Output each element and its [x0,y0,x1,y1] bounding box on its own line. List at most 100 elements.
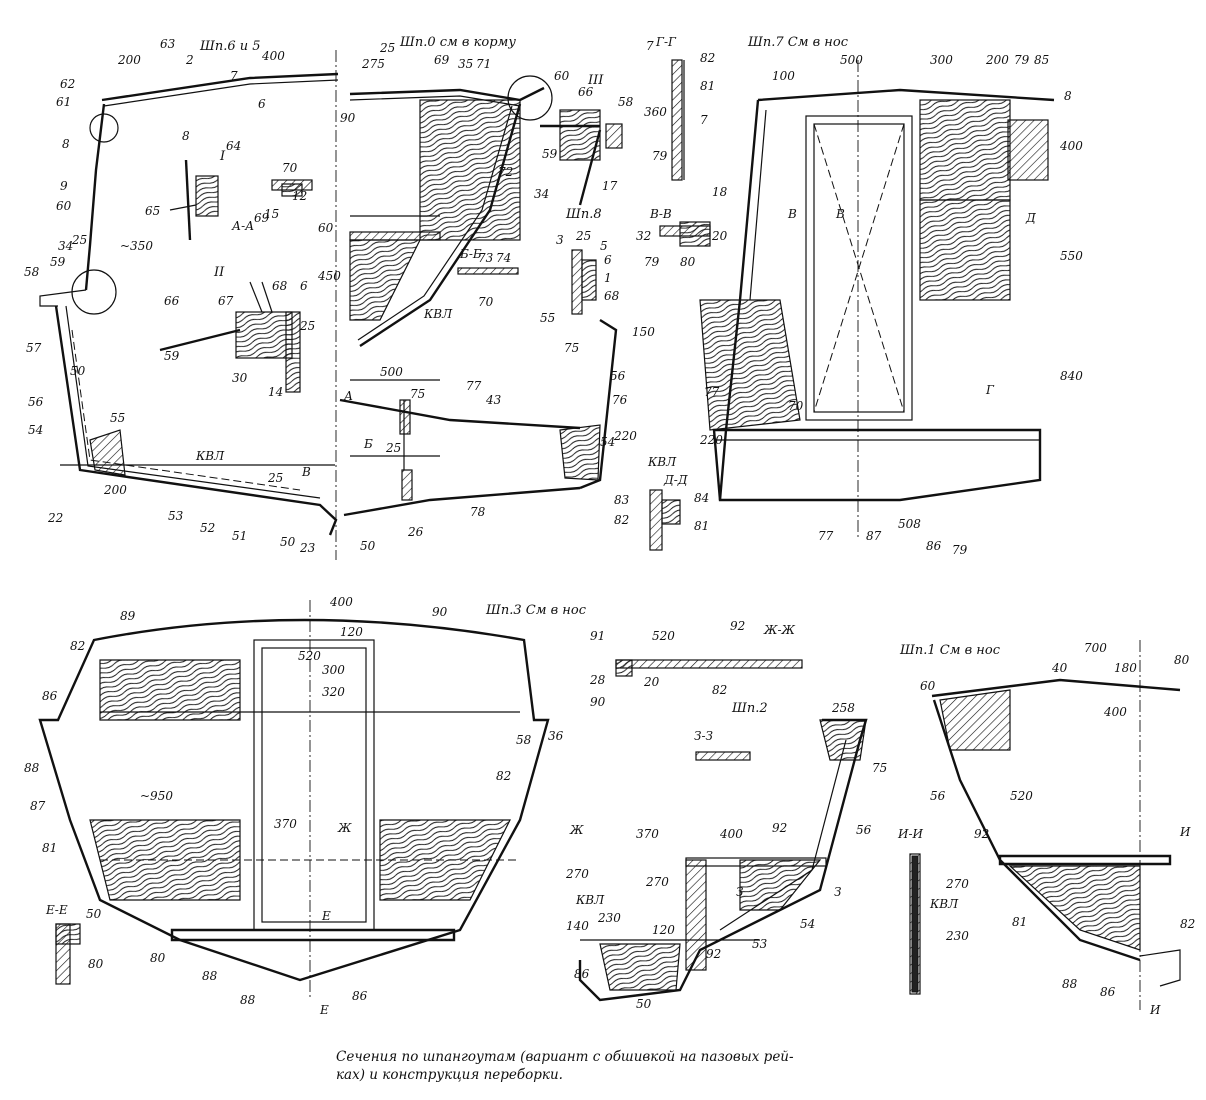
part-30: 25 [71,233,87,247]
part-77-sh1: 82 [1180,917,1195,931]
dim-500-sh7: 500 [840,53,863,67]
section-label-II2: И-И [897,827,924,841]
marker-Z-b: З [834,885,841,899]
view-title-sh3: Шп.3 См в нос [485,603,587,618]
part-50: 58 [24,265,40,279]
part-72-sh7: 79 [1014,53,1030,67]
dim-950: ~950 [140,789,173,803]
part-5: 5 [600,239,608,253]
dim-220: 220 [613,429,637,443]
dim-270-sh1: 270 [945,877,969,891]
dim-6: 6 [300,279,308,293]
dim-12: 12 [292,189,307,203]
section-label-III: III [587,73,604,88]
technical-drawing: Шп.6 и 5 КВЛ I II [24,35,1195,1017]
part-76-sh1: 81 [1012,915,1027,929]
section-frame-1: Шп.1 См в нос 700 40 180 80 400 520 270 … [897,640,1195,1017]
section-frame-8: Шп.8 500 А Б В 43 75 77 25 78 26 50 54 7… [301,207,677,553]
waterline-label: КВЛ [195,449,225,463]
dim-25-sh8: 25 [575,229,591,243]
dim-230-sh1: 230 [945,929,969,943]
dim-80: 80 [1174,653,1190,667]
part-85: 88 [24,761,40,775]
dim-70: 70 [788,399,804,413]
part-59: 67 [218,294,234,308]
caption-line-1: Сечения по шпангоутам (вариант с обшивко… [336,1049,794,1065]
section-frame-3: Шп.3 См в нос 400 520 300 320 370 ~950 2… [24,595,605,1017]
part-81: 86 [926,539,942,553]
part-48-sh8: 56 [610,369,626,383]
part-51-detail: 59 [164,349,180,363]
view-title-sh7: Шп.7 См в нос [747,35,849,50]
dim-20: 20 [711,229,728,243]
part-77-DD: 82 [614,513,629,527]
dim-20-ZhZh: 20 [643,675,660,689]
section-label-II: II [213,265,225,280]
part-42: 50 [280,535,296,549]
part-76: 81 [700,79,715,93]
section-label-AA: А-А [231,219,254,233]
part-84: 88 [202,969,218,983]
dim-320: 320 [322,685,345,699]
dim-400: 400 [261,49,285,63]
dim-500: 500 [380,365,403,379]
part-87: 90 [432,605,448,619]
part-14: 14 [268,385,283,399]
figure-caption: Сечения по шпангоутам (вариант с обшивко… [336,1048,896,1084]
part-9: 7 [230,69,238,83]
dim-60-III: 60 [554,69,570,83]
dim-60: 60 [318,221,334,235]
part-40: 43 [485,393,502,407]
dim-520-sh1: 520 [1010,789,1033,803]
dim-40: 40 [1051,661,1068,675]
section-label-EE: Е-Е [45,903,68,917]
dim-120-sh2: 120 [652,923,675,937]
part-89-sh1: 92 [974,827,989,841]
part-23: 23 [299,541,316,555]
part-89-sh2: 92 [772,821,787,835]
part-64: 72 [498,165,513,179]
part-89: 92 [730,619,745,633]
part-74: 79 [652,149,668,163]
part-82-sh3: 87 [30,799,46,813]
marker-A: А [343,389,353,403]
part-63: 71 [476,57,491,71]
dim-220-sh7: 220 [699,433,723,447]
small-sections: Г-Г 82 81 7 79 7 360 В-В 79 80 32 18 20 … [614,35,728,551]
dim-200-sh7: 200 [985,53,1009,67]
part-44: 52 [200,521,215,535]
marker-E-b: Е [319,1003,329,1017]
part-77-sh3: 82 [70,639,85,653]
dim-230: 230 [597,911,621,925]
part-67: 75 [564,341,579,355]
dim-450: 450 [317,269,341,283]
part-9-GG: 7 [646,39,654,53]
part-81-sh3: 86 [42,689,58,703]
dim-370-sh2: 370 [636,827,659,841]
part-2: 2 [185,53,194,67]
part-75-EE: 80 [88,957,104,971]
part-45: 53 [168,509,184,523]
dim-18: 18 [712,185,728,199]
view-title-sh2: Шп.2 [731,701,768,716]
view-title-sh8: Шп.8 [565,207,602,222]
part-50-III: 58 [618,95,634,109]
part-46-sh8: 54 [600,435,615,449]
part-83-sh1: 88 [1062,977,1078,991]
dim-270: 270 [565,867,589,881]
part-48-sh1: 56 [930,789,946,803]
part-35: 34 [58,239,73,253]
dim-120: 120 [340,625,363,639]
dim-300: 300 [930,53,953,67]
dim-400-sh3: 400 [329,595,353,609]
part-48: 56 [28,395,44,409]
dim-32: 32 [636,229,651,243]
dim-100: 100 [772,69,795,83]
dim-58: 58 [516,733,532,747]
part-53: 61 [56,95,71,109]
part-25: 25 [267,471,283,485]
dim-200-bottom: 200 [103,483,127,497]
dim-15: 15 [264,207,279,221]
part-69-sh7: 77 [704,385,720,399]
